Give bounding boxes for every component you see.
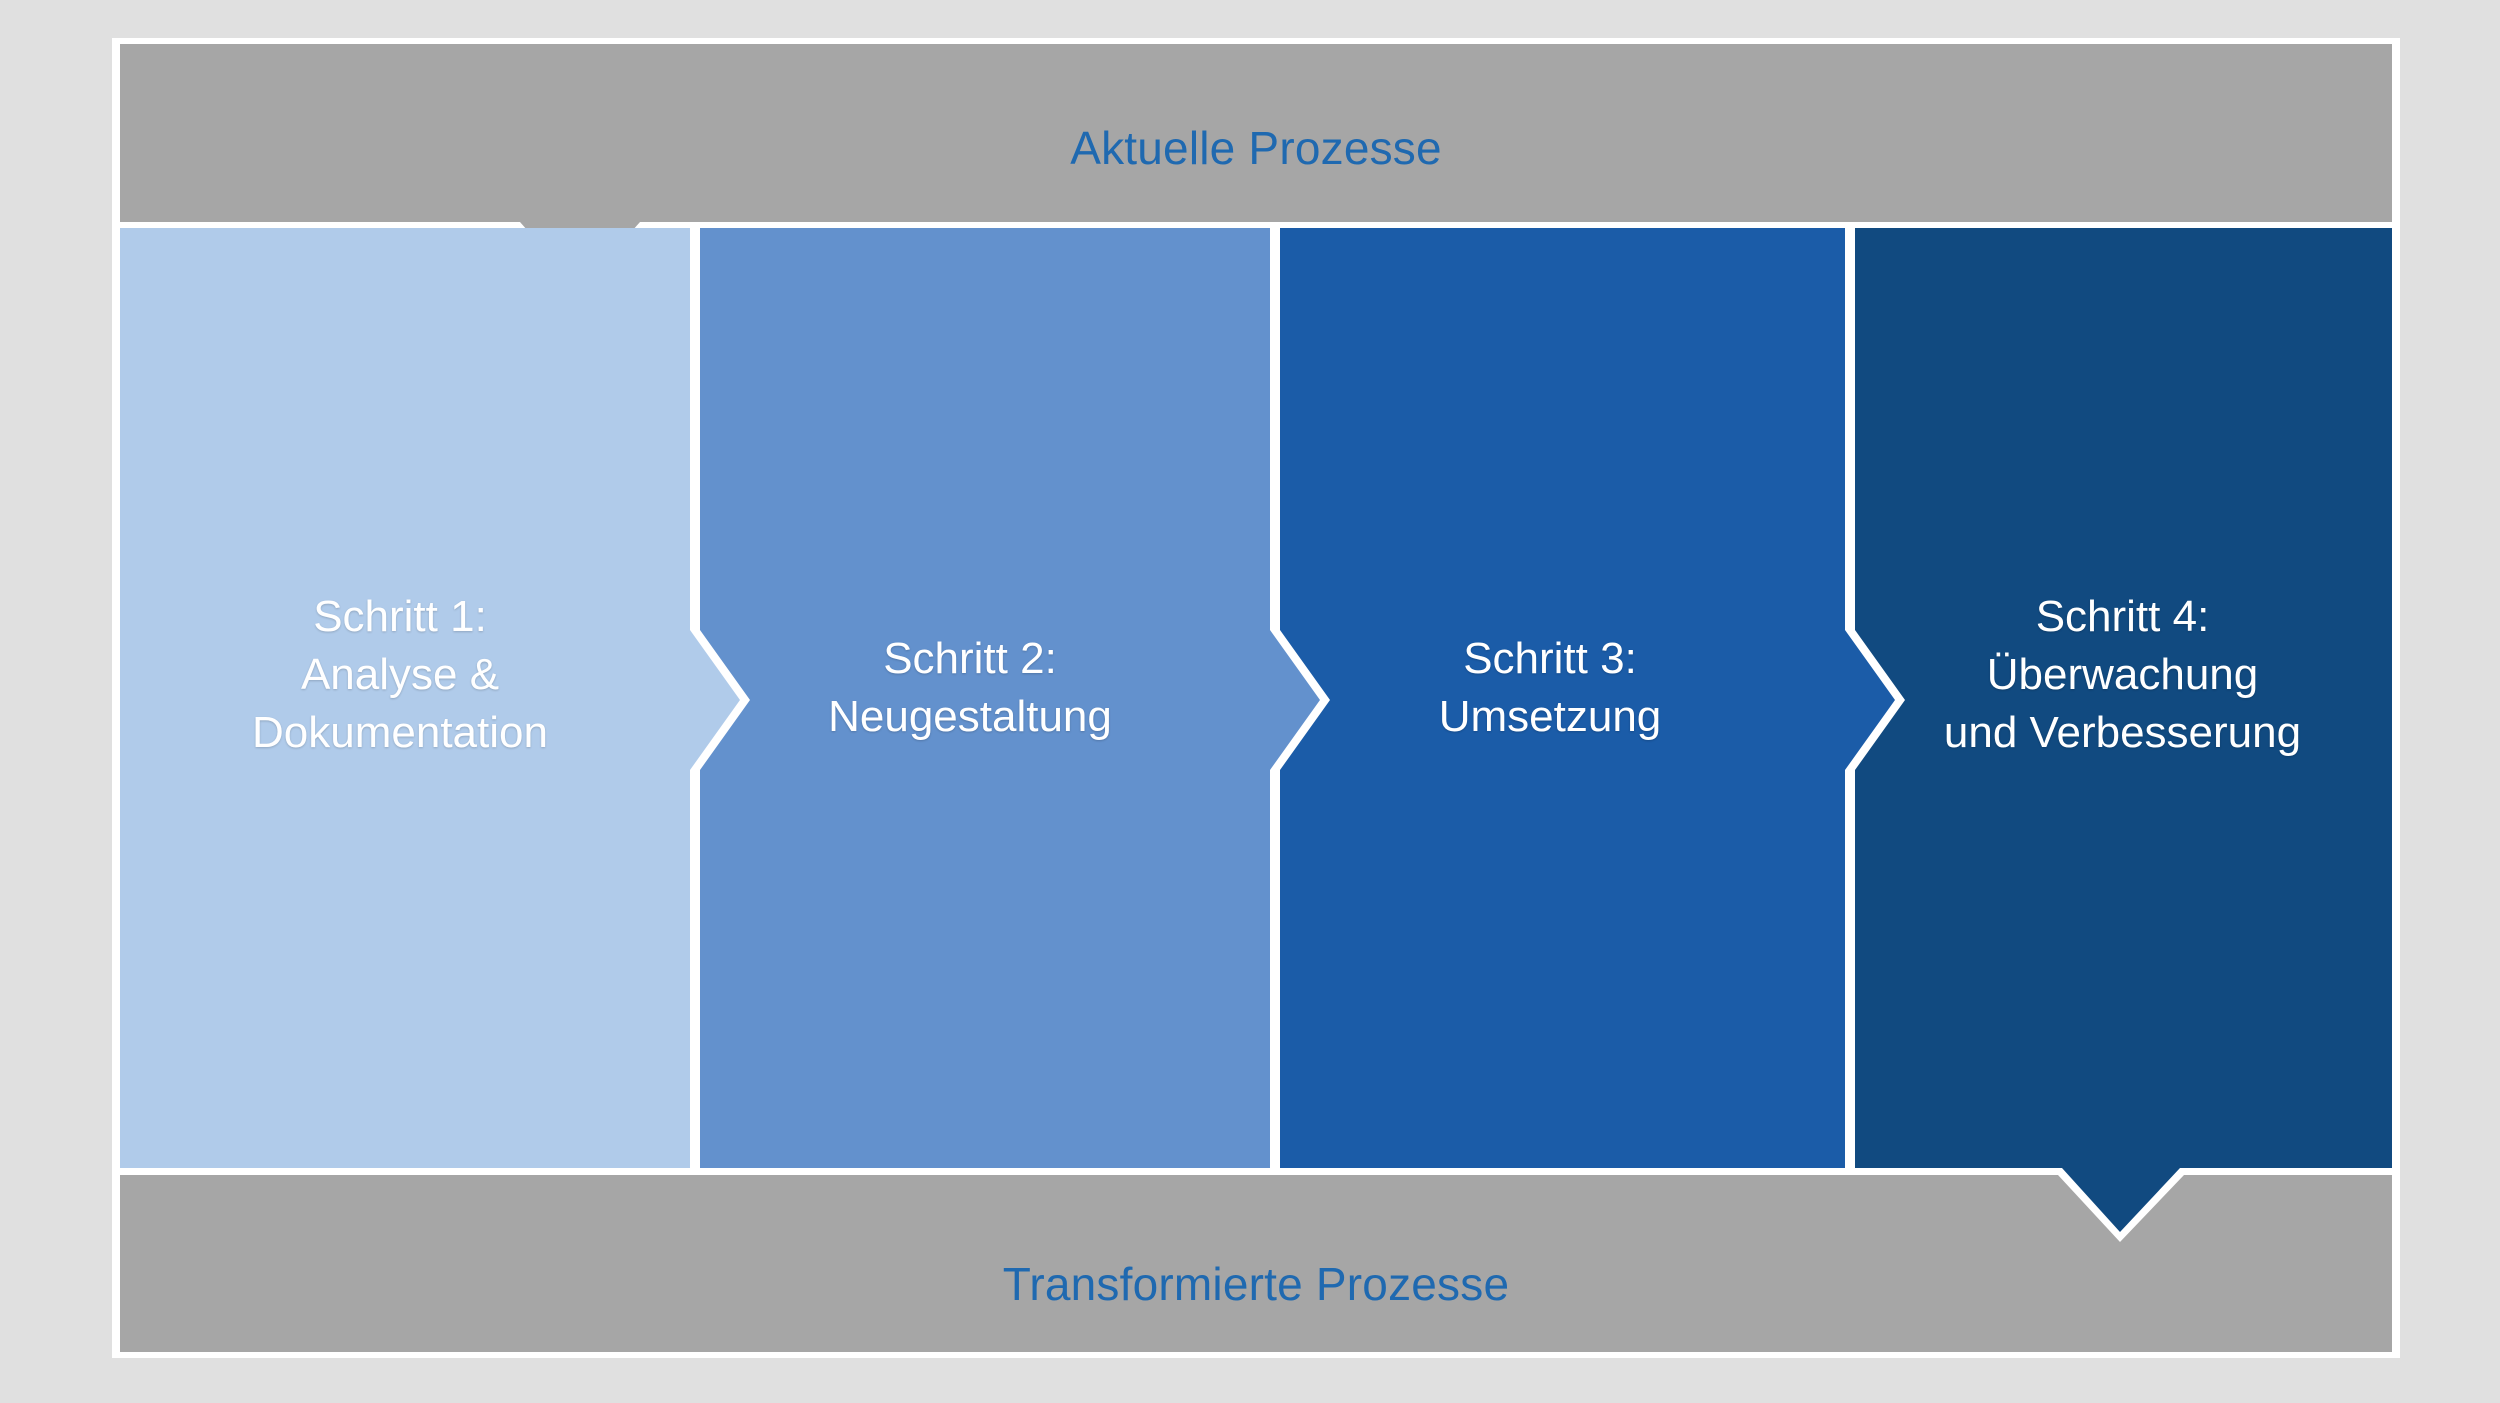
step-4-line-1: Schritt 4: [2035, 592, 2210, 641]
step-1-shape[interactable] [120, 228, 740, 1168]
step-4-line-3: und Verbesserung [1943, 708, 2302, 758]
top-band-title: Aktuelle Prozesse [1070, 122, 1442, 174]
top-band-shape [120, 44, 2392, 290]
step-3-shape[interactable] [1280, 228, 1895, 1168]
step-3-line-1: Schritt 3: [1463, 634, 1637, 683]
step-2-line-1: Schritt 2: [883, 634, 1057, 683]
bottom-band-shape [120, 1175, 2392, 1352]
step-3-label: Schritt 3: Umsetzung [1270, 630, 1830, 746]
step-4-label: Schritt 4: Überwachung und Verbesserung [1845, 588, 2400, 762]
step-4-line-2: Überwachung [1986, 650, 2259, 700]
bottom-band-title: Transformierte Prozesse [1002, 1258, 1510, 1310]
step-2-shape[interactable] [700, 228, 1320, 1168]
step-2-label: Schritt 2: Neugestaltung [700, 630, 1240, 746]
step-3-line-2: Umsetzung [1438, 692, 1662, 742]
step-4-shape[interactable] [1855, 228, 2392, 1232]
step-1-label: Schritt 1: Analyse & Dokumentation [120, 588, 680, 762]
step-1-line-1: Schritt 1: [313, 592, 487, 641]
step-2-line-2: Neugestaltung [828, 692, 1112, 742]
step-1-line-3: Dokumentation [252, 708, 548, 758]
step-1-line-2: Analyse & [300, 650, 500, 700]
